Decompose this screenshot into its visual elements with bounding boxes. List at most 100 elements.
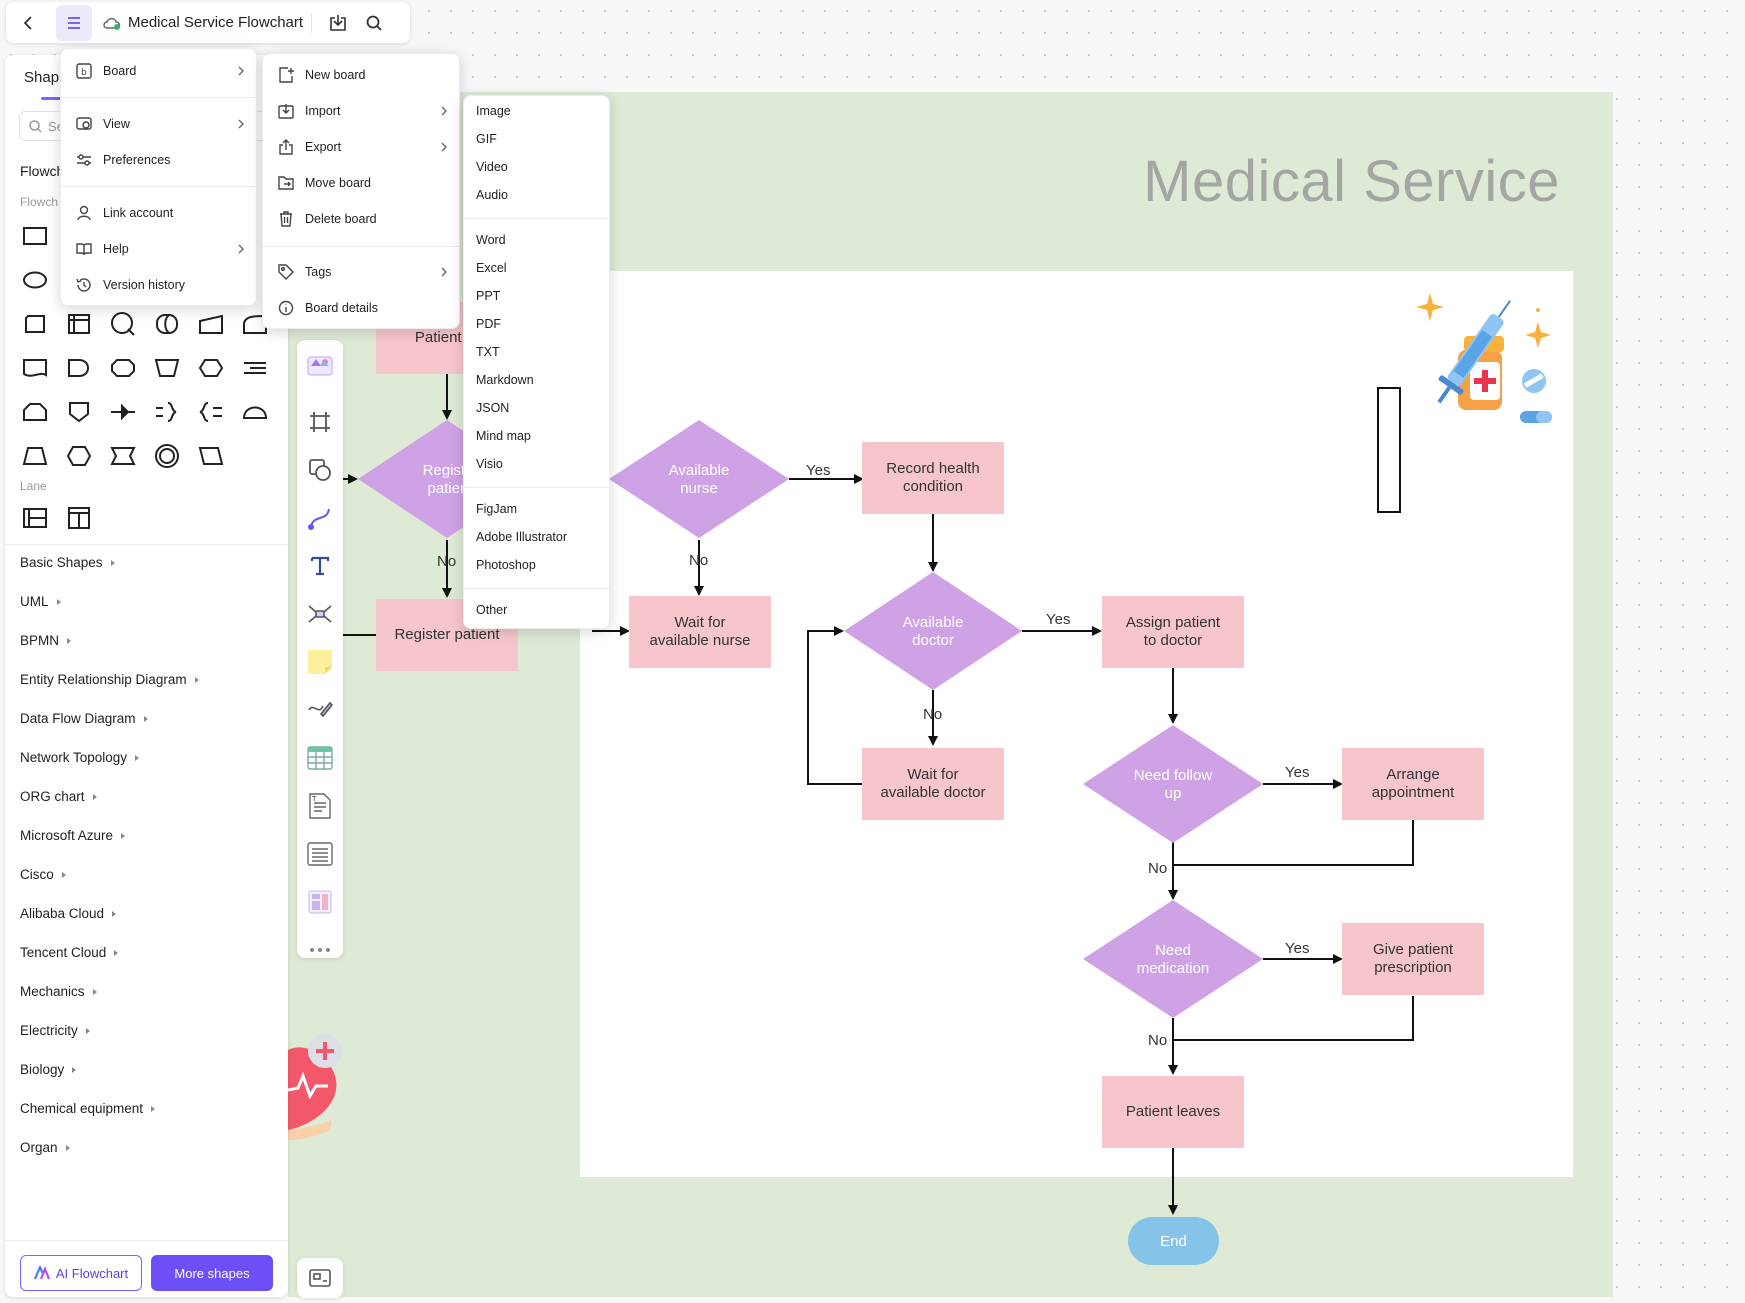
shape-brace-left[interactable] [196,397,226,427]
menu-item-help[interactable]: Help [61,233,256,265]
document-icon[interactable]: T [305,791,335,821]
shape-semicircle[interactable] [240,397,270,427]
node-give-prescription[interactable]: Give patient prescription [1342,923,1484,995]
shape-card[interactable] [20,309,50,339]
import-format-item[interactable]: Mind map [476,429,531,443]
node-patient-leaves[interactable]: Patient leaves [1102,1076,1244,1148]
import-format-item[interactable]: JSON [476,401,510,415]
shape-vertical-lane[interactable] [64,503,94,533]
syringe-medicine-illustration[interactable] [1410,288,1560,428]
shape-hexagon[interactable] [64,441,94,471]
node-record-health[interactable]: Record health condition [862,442,1004,514]
library-item[interactable]: ORG chart [20,789,97,804]
menu-item-preferences[interactable]: Preferences [61,144,256,176]
node-end[interactable]: End [1128,1217,1219,1265]
shape-direct-data[interactable] [152,309,182,339]
section-flowchart-title[interactable]: Flowch [20,163,65,179]
shape-manual-operation[interactable] [152,353,182,383]
import-format-item[interactable]: PDF [476,317,501,331]
import-format-item[interactable]: Word [476,233,506,247]
library-item[interactable]: BPMN [20,633,72,648]
list-icon[interactable] [305,839,335,869]
library-item[interactable]: UML [20,594,61,609]
heart-illustration[interactable] [288,1030,348,1142]
main-menu-button[interactable] [56,4,92,41]
library-item[interactable]: Entity Relationship Diagram [20,672,199,687]
import-format-item[interactable]: Photoshop [476,558,536,572]
node-wait-nurse[interactable]: Wait for available nurse [629,596,771,668]
menu-item-version-history[interactable]: Version history [61,269,256,301]
library-item[interactable]: Chemical equipment [20,1101,156,1116]
menu-item-delete-board[interactable]: Delete board [263,203,459,235]
library-item[interactable]: Biology [20,1062,77,1077]
layout-template-icon[interactable] [305,887,335,917]
library-item[interactable]: Cisco [20,867,66,882]
import-format-item[interactable]: Visio [476,457,503,471]
import-format-item[interactable]: TXT [476,345,500,359]
tab-shapes[interactable]: Shap [24,69,60,86]
shapes-icon[interactable] [305,455,335,485]
shape-arrow[interactable] [108,397,138,427]
back-button[interactable] [10,5,46,41]
import-format-item[interactable]: Adobe Illustrator [476,530,568,544]
shape-internal-storage[interactable] [64,309,94,339]
import-format-item[interactable]: Excel [476,261,507,275]
library-item[interactable]: Mechanics [20,984,97,999]
import-format-item[interactable]: Other [476,603,508,617]
import-format-item[interactable]: GIF [476,132,497,146]
shape-brace-right[interactable] [152,397,182,427]
shape-terminator[interactable] [20,265,50,295]
import-format-item[interactable]: Audio [476,188,508,202]
mindmap-icon[interactable] [305,599,335,629]
shape-double-circle[interactable] [152,441,182,471]
import-format-item[interactable]: PPT [476,289,501,303]
frame-icon[interactable] [305,407,335,437]
shape-annotation[interactable] [240,353,270,383]
pen-icon[interactable] [305,695,335,725]
library-item[interactable]: Electricity [20,1023,90,1038]
empty-rectangle-shape[interactable] [1377,387,1401,513]
menu-item-move-board[interactable]: Move board [263,167,459,199]
library-item[interactable]: Basic Shapes [20,555,115,570]
menu-item-import[interactable]: Import [263,95,459,127]
shape-manual-input[interactable] [196,309,226,339]
shape-stored-data[interactable] [108,441,138,471]
shape-delay[interactable] [64,353,94,383]
library-item[interactable]: Organ [20,1140,70,1155]
menu-item-board[interactable]: b Board [61,55,256,87]
menu-item-board-details[interactable]: Board details [263,292,459,324]
connector-icon[interactable] [305,503,335,533]
board-title[interactable]: Medical Service [1143,149,1560,214]
menu-item-tags[interactable]: Tags [263,256,459,288]
shape-parallelogram[interactable] [196,441,226,471]
node-arrange-appointment[interactable]: Arrange appointment [1342,748,1484,820]
shape-process[interactable] [20,221,50,251]
import-format-item[interactable]: Video [476,160,508,174]
document-title[interactable]: Medical Service Flowchart [128,14,304,31]
library-item[interactable]: Network Topology [20,750,140,765]
library-item[interactable]: Alibaba Cloud [20,906,117,921]
node-assign-patient[interactable]: Assign patient to doctor [1102,596,1244,668]
search-button[interactable] [356,5,392,41]
shape-horizontal-lane[interactable] [20,503,50,533]
shape-off-page[interactable] [64,397,94,427]
menu-item-new-board[interactable]: New board [263,59,459,91]
templates-icon[interactable] [305,350,335,380]
minimap-button[interactable] [297,1258,343,1298]
shape-trapezoid[interactable] [20,441,50,471]
library-item[interactable]: Data Flow Diagram [20,711,148,726]
menu-item-export[interactable]: Export [263,131,459,163]
library-item[interactable]: Tencent Cloud [20,945,119,960]
menu-item-link-account[interactable]: Link account [61,197,256,229]
shape-loop-limit[interactable] [20,397,50,427]
library-item[interactable]: Microsoft Azure [20,828,126,843]
import-format-item[interactable]: Image [476,104,511,118]
more-shapes-button[interactable]: More shapes [151,1255,273,1291]
ai-flowchart-button[interactable]: AI Flowchart [20,1255,142,1291]
table-icon[interactable] [305,743,335,773]
shape-circle-connector[interactable] [108,309,138,339]
more-tools-icon[interactable] [305,935,335,965]
node-wait-doctor[interactable]: Wait for available doctor [862,748,1004,820]
sticky-note-icon[interactable] [305,647,335,677]
shape-document[interactable] [20,353,50,383]
